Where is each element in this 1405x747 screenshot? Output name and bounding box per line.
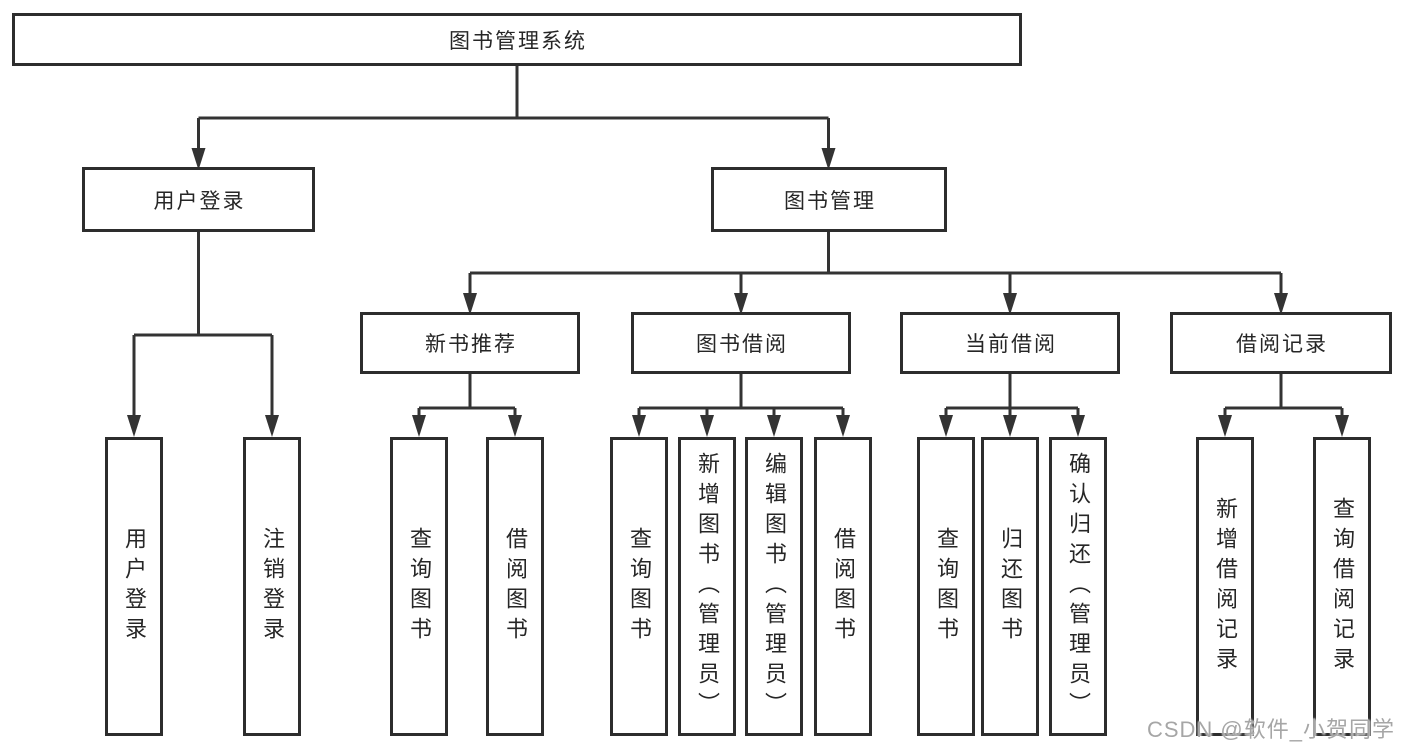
arrow-down-icon: [127, 415, 141, 437]
node-label: 借阅图书: [831, 526, 856, 647]
node-user-login: 用户登录: [82, 167, 315, 232]
arrow-down-icon: [412, 415, 426, 437]
arrow-down-icon: [632, 415, 646, 437]
node-label: 用户登录: [153, 189, 246, 213]
leaf-logout: 注销登录: [243, 437, 301, 736]
node-label: 新增借阅记录: [1213, 496, 1238, 677]
arrow-down-icon: [265, 415, 279, 437]
node-label: 图书管理: [784, 189, 876, 213]
watermark: CSDN @软件_小贺同学: [1146, 717, 1395, 742]
node-label: 归还图书: [998, 526, 1023, 647]
node-label: 确认归还（管理员）: [1066, 451, 1091, 722]
node-book-borrowing: 图书借阅: [631, 312, 851, 374]
node-label: 新书推荐: [425, 333, 517, 356]
leaf-query-borrow-record: 查询借阅记录: [1313, 437, 1371, 736]
node-label: 用户登录: [122, 526, 147, 647]
leaf-borrow-books: 借阅图书: [814, 437, 872, 736]
arrow-down-icon: [1071, 415, 1085, 437]
node-current-borrowing: 当前借阅: [900, 312, 1120, 374]
node-label: 编辑图书（管理员）: [762, 451, 787, 722]
leaf-return-book: 归还图书: [981, 437, 1039, 736]
leaf-edit-book-admin: 编辑图书（管理员）: [745, 437, 803, 736]
leaf-confirm-return-admin: 确认归还（管理员）: [1049, 437, 1107, 736]
node-label: 借阅记录: [1236, 333, 1328, 356]
arrow-down-icon: [508, 415, 522, 437]
arrow-down-icon: [1218, 415, 1232, 437]
leaf-query-books-borrow: 查询图书: [610, 437, 668, 736]
node-book-management: 图书管理: [711, 167, 947, 232]
node-label: 图书借阅: [696, 333, 788, 356]
node-label: 查询图书: [407, 526, 432, 647]
arrow-down-icon: [767, 415, 781, 437]
arrow-down-icon: [1335, 415, 1349, 437]
node-label: 借阅图书: [503, 526, 528, 647]
arrow-down-icon: [939, 415, 953, 437]
node-label: 图书管理系统: [449, 29, 587, 53]
arrow-down-icon: [1003, 415, 1017, 437]
leaf-add-borrow-record: 新增借阅记录: [1196, 437, 1254, 736]
node-root: 图书管理系统: [12, 13, 1022, 66]
leaf-borrow-books-recommend: 借阅图书: [486, 437, 544, 736]
node-new-book-recommend: 新书推荐: [360, 312, 580, 374]
node-label: 新增图书（管理员）: [695, 451, 720, 722]
arrow-down-icon: [700, 415, 714, 437]
leaf-add-book-admin: 新增图书（管理员）: [678, 437, 736, 736]
node-label: 查询图书: [627, 526, 652, 647]
node-label: 查询图书: [934, 526, 959, 647]
arrow-down-icon: [836, 415, 850, 437]
node-label: 当前借阅: [965, 333, 1057, 356]
leaf-user-login: 用户登录: [105, 437, 163, 736]
leaf-query-books-recommend: 查询图书: [390, 437, 448, 736]
node-label: 注销登录: [260, 526, 285, 647]
node-label: 查询借阅记录: [1330, 496, 1355, 677]
leaf-query-books-current: 查询图书: [917, 437, 975, 736]
node-borrowing-records: 借阅记录: [1170, 312, 1392, 374]
